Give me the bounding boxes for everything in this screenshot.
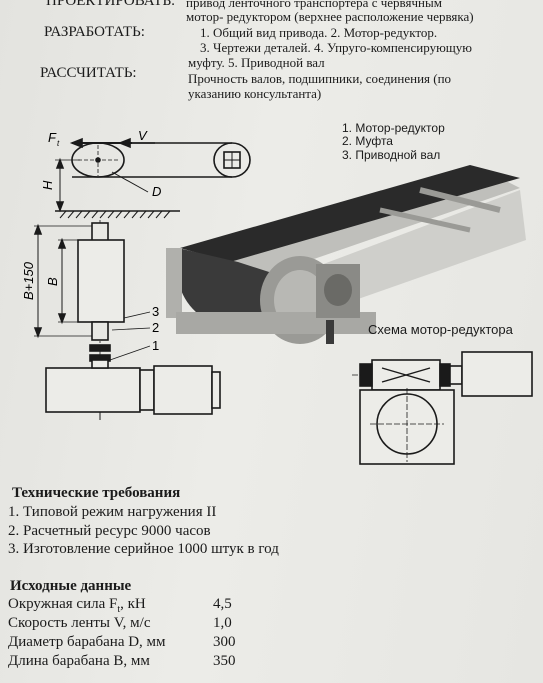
callout-2: 2 [152,320,159,335]
callout-1: 1 [152,338,159,353]
data-label: Длина барабана B, мм [8,653,150,669]
project-line-1: привод ленточного транспортера с червячн… [186,0,442,10]
reducer-housing [45,367,141,413]
data-label-sub: t [117,604,121,615]
data-value-force: 4,5 [213,596,232,612]
data-value-diameter: 300 [213,634,236,650]
belt [180,165,520,262]
length-b-label: B [45,277,60,286]
callout-3: 3 [152,304,159,319]
diameter-label: D [152,184,161,199]
develop-line-1: 1. Общий вид привода. 2. Мотор-редуктор. [200,25,438,40]
reducer-scheme [352,351,533,465]
conveyor-drawing: F t V D H B B+150 3 2 1 [21,128,533,465]
data-label: Окружная сила F [8,596,118,612]
height-label: H [40,180,55,190]
velocity-label: V [138,128,148,143]
project-line-2: мотор- редуктором (верхнее расположение … [186,9,474,24]
floor-hatch [59,210,171,219]
requirement-1: 1. Типовой режим нагружения II [8,504,217,520]
data-row-diameter: Диаметр барабана D, мм [8,634,166,651]
tail-drum-outline [213,142,251,178]
data-label: Скорость ленты V, м/с [8,615,151,631]
project-label: ПРОЕКТИРОВАТЬ: [46,0,176,9]
calc-label: РАССЧИТАТЬ: [40,65,137,81]
lower-bearing [91,321,109,341]
initial-data-title: Исходные данные [10,578,132,594]
legend-item-1: 1. Мотор-редуктор [342,121,445,135]
legend-item-2: 2. Муфта [342,134,393,148]
develop-label: РАЗРАБОТАТЬ: [44,24,145,40]
coupling-top [89,344,111,352]
requirement-3: 3. Изготовление серийное 1000 штук в год [8,541,279,557]
develop-line-2: 3. Чертежи деталей. 4. Упруго-компенсиру… [200,40,473,55]
develop-line-3: муфту. 5. Приводной вал [188,55,325,70]
requirements-title: Технические требования [12,485,181,501]
length-b150-label: B+150 [21,261,36,300]
data-row-speed: Скорость ленты V, м/с [8,615,150,632]
force-label: F [48,130,57,145]
calc-line-2: указанию консультанта) [188,86,322,101]
requirement-2: 2. Расчетный ресурс 9000 часов [8,523,211,539]
legend-item-3: 3. Приводной вал [342,148,441,162]
data-row-force: Окружная сила Ft, кН [8,596,146,615]
data-row-length: Длина барабана B, мм [8,653,150,670]
data-value-length: 350 [213,653,236,669]
data-label: Диаметр барабана D, мм [8,634,166,650]
drive-side-view [33,220,221,420]
force-subscript: t [57,139,60,148]
scheme-motor [461,351,533,397]
upper-bearing [91,222,109,242]
conveyor-photo [166,165,526,344]
drum-body [77,239,125,323]
data-unit: , кН [120,596,146,612]
scheme-title: Схема мотор-редуктора [368,322,513,337]
motor-body [153,365,213,415]
calc-line-1: Прочность валов, подшипники, соединения … [188,71,452,86]
data-value-speed: 1,0 [213,615,232,631]
belt-scheme [55,137,251,213]
